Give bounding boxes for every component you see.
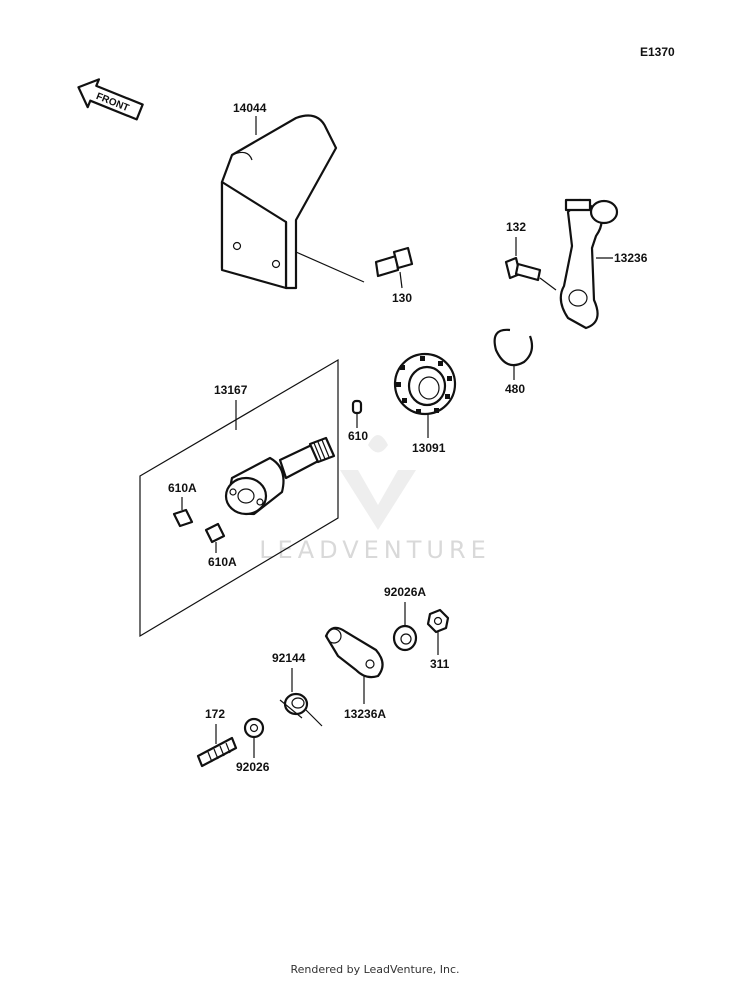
- label-92026: 92026: [236, 760, 270, 774]
- bracket-14044: [220, 114, 338, 290]
- label-172: 172: [205, 707, 225, 721]
- washer-92026: [243, 717, 265, 739]
- lever-13236a: [324, 626, 384, 679]
- bolt-130: [374, 246, 414, 278]
- label-13236a: 13236A: [344, 707, 386, 721]
- stud-172: [196, 736, 238, 768]
- nut-311: [426, 608, 450, 634]
- label-311: 311: [430, 657, 450, 671]
- label-132: 132: [506, 220, 526, 234]
- pin-610: [351, 399, 363, 415]
- bearing-13091: [393, 352, 457, 416]
- pin-610a-upper: [172, 508, 194, 528]
- label-14044: 14044: [233, 101, 267, 115]
- label-13167: 13167: [214, 383, 248, 397]
- label-610: 610: [348, 429, 368, 443]
- watermark-logo: [340, 435, 416, 530]
- watermark-text: LEADVENTURE: [259, 536, 491, 564]
- label-13236: 13236: [614, 251, 648, 265]
- label-92144: 92144: [272, 651, 306, 665]
- pin-610a-lower: [204, 522, 226, 544]
- label-130: 130: [392, 291, 412, 305]
- shaft-13167: [224, 436, 336, 516]
- washer-92026a: [392, 624, 418, 652]
- shaft-assembly-box: [139, 358, 339, 638]
- label-610a-lower: 610A: [208, 555, 237, 569]
- lever-13236: [559, 198, 619, 330]
- label-92026a: 92026A: [384, 585, 426, 599]
- label-610a-upper: 610A: [168, 481, 197, 495]
- bolt-132: [504, 256, 542, 282]
- footer-credit: Rendered by LeadVenture, Inc.: [290, 963, 460, 976]
- label-13091: 13091: [412, 441, 446, 455]
- circlip-480: [493, 328, 534, 367]
- front-arrow-icon: FRONT: [77, 78, 144, 121]
- diagram-code: E1370: [640, 45, 675, 59]
- label-480: 480: [505, 382, 525, 396]
- spring-92144: [279, 692, 323, 727]
